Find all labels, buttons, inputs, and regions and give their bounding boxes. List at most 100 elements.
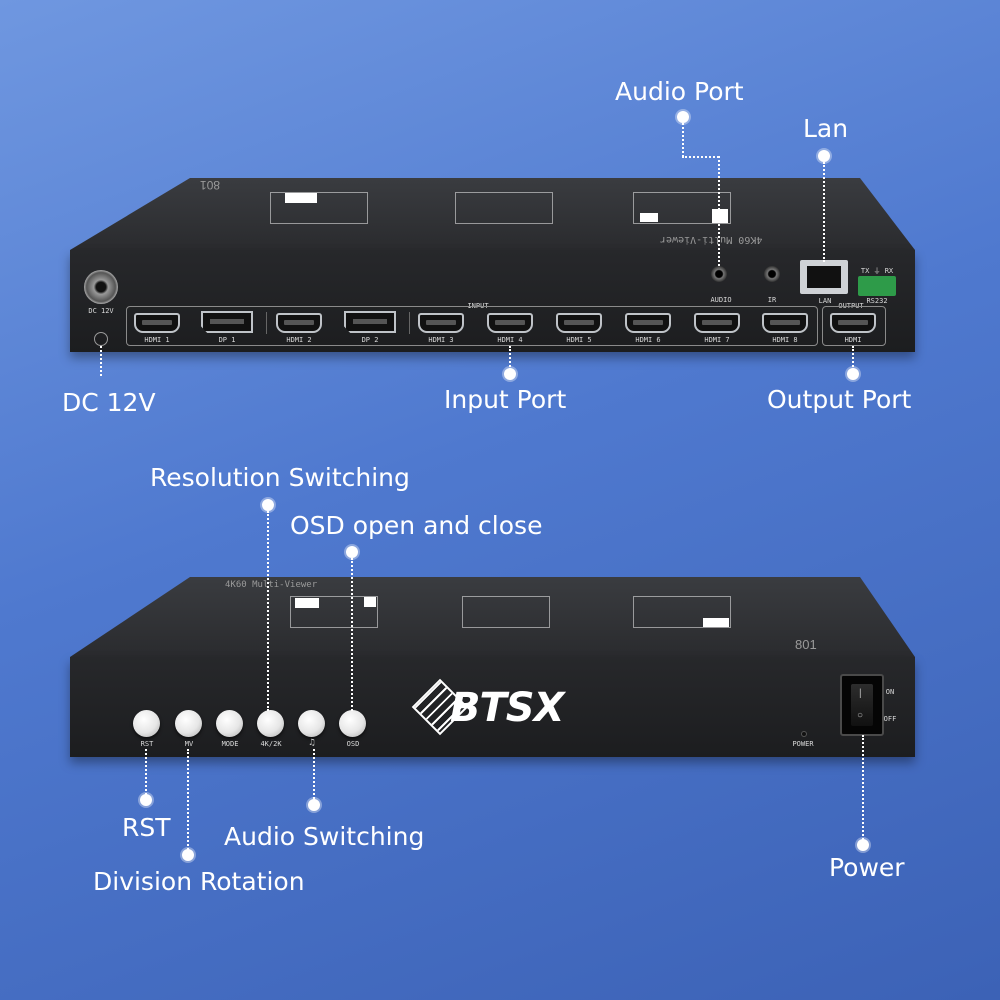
ir-jack[interactable] <box>764 266 780 282</box>
output-bracket <box>822 306 886 346</box>
ir-label: IR <box>767 296 777 304</box>
callout-leader <box>187 749 189 853</box>
layout-icon <box>270 192 368 224</box>
music-icon: ♫ <box>309 738 315 748</box>
hdmi-1-port[interactable] <box>134 313 180 333</box>
port-label: HDMI 7 <box>704 336 730 344</box>
callout-leader <box>351 558 353 711</box>
callout-rst: RST <box>122 813 171 842</box>
rear-top-face <box>70 178 915 250</box>
callout-power: Power <box>829 853 905 882</box>
callout-dot <box>262 499 274 511</box>
layout-icon <box>633 596 731 628</box>
layout-icon <box>290 596 378 628</box>
rs232-label: RS232 <box>866 297 888 305</box>
callout-lan: Lan <box>803 114 849 143</box>
button-label: RST <box>140 740 154 748</box>
callout-output-port: Output Port <box>767 385 912 414</box>
dp-1-port[interactable] <box>201 311 253 333</box>
callout-leader <box>823 162 825 262</box>
hdmi-3-port[interactable] <box>418 313 464 333</box>
callout-leader <box>718 156 720 266</box>
rear-title-text: 4K60 Multi-Viewer <box>660 234 763 245</box>
button-label: 4K/2K <box>260 740 282 748</box>
callout-dot <box>308 799 320 811</box>
layout-icon <box>364 597 376 607</box>
callout-leader <box>509 346 511 374</box>
hdmi-4-port[interactable] <box>487 313 533 333</box>
port-label: HDMI 6 <box>635 336 661 344</box>
port-label: HDMI 3 <box>428 336 454 344</box>
callout-leader <box>267 511 269 711</box>
button-label: MODE <box>221 740 239 748</box>
callout-dot <box>818 150 830 162</box>
layout-icon <box>285 193 317 203</box>
callout-leader <box>100 346 102 376</box>
callout-audio-switching: Audio Switching <box>224 822 425 851</box>
hdmi-2-port[interactable] <box>276 313 322 333</box>
callout-dot <box>677 111 689 123</box>
front-panel-face <box>70 657 915 757</box>
button-label: MV <box>184 740 194 748</box>
callout-dot <box>182 849 194 861</box>
power-led <box>801 731 807 737</box>
rear-model-text: 801 <box>200 178 221 192</box>
callout-leader <box>682 123 684 157</box>
port-label: HDMI <box>844 336 862 344</box>
callout-osd: OSD open and close <box>290 511 543 540</box>
hdmi-output-port[interactable] <box>830 313 876 333</box>
audio-label: AUDIO <box>710 296 732 304</box>
btsx-logo: BTSX <box>411 678 572 736</box>
callout-audio-port: Audio Port <box>615 77 744 106</box>
power-switch[interactable]: | ○ <box>840 674 884 736</box>
layout-icon <box>703 618 729 627</box>
rs232-terminal[interactable] <box>858 276 896 296</box>
resolution-button[interactable] <box>257 710 284 737</box>
lan-port[interactable] <box>800 260 848 294</box>
callout-division-rotation: Division Rotation <box>93 867 305 896</box>
port-label: DP 1 <box>218 336 236 344</box>
callout-dot <box>140 794 152 806</box>
callout-dot <box>504 368 516 380</box>
callout-dot <box>847 368 859 380</box>
hdmi-5-port[interactable] <box>556 313 602 333</box>
ground-icon <box>94 332 108 346</box>
rst-button[interactable] <box>133 710 160 737</box>
switch-off-label: OFF <box>883 715 897 723</box>
osd-button[interactable] <box>339 710 366 737</box>
divider <box>266 312 267 334</box>
layout-icon <box>455 192 553 224</box>
audio-switch-button[interactable] <box>298 710 325 737</box>
switch-on-label: ON <box>885 688 895 696</box>
callout-dot <box>346 546 358 558</box>
callout-leader <box>313 749 315 803</box>
button-label: OSD <box>346 740 360 748</box>
hdmi-6-port[interactable] <box>625 313 671 333</box>
audio-jack[interactable] <box>711 266 727 282</box>
layout-icon <box>462 596 550 628</box>
layout-icon <box>295 598 319 608</box>
dc-jack <box>84 270 118 304</box>
hdmi-7-port[interactable] <box>694 313 740 333</box>
layout-icon <box>633 192 731 224</box>
dp-2-port[interactable] <box>344 311 396 333</box>
mode-button[interactable] <box>216 710 243 737</box>
mv-button[interactable] <box>175 710 202 737</box>
layout-icon <box>640 213 658 222</box>
callout-dot <box>857 839 869 851</box>
front-model-text: 801 <box>795 637 817 652</box>
port-label: HDMI 2 <box>286 336 312 344</box>
lan-label: LAN <box>818 297 832 305</box>
port-label: HDMI 8 <box>772 336 798 344</box>
dc-label: DC 12V <box>88 307 114 315</box>
callout-input-port: Input Port <box>444 385 567 414</box>
callout-leader <box>145 749 147 799</box>
hdmi-8-port[interactable] <box>762 313 808 333</box>
rs232-pins-label: TX ⏚ RX <box>860 267 894 275</box>
input-bracket <box>126 306 818 346</box>
callout-leader <box>682 156 719 158</box>
layout-icon <box>712 209 728 223</box>
port-label: HDMI 4 <box>497 336 523 344</box>
front-title-text: 4K60 Multi-Viewer <box>225 580 318 590</box>
callout-resolution-switching: Resolution Switching <box>150 463 410 492</box>
